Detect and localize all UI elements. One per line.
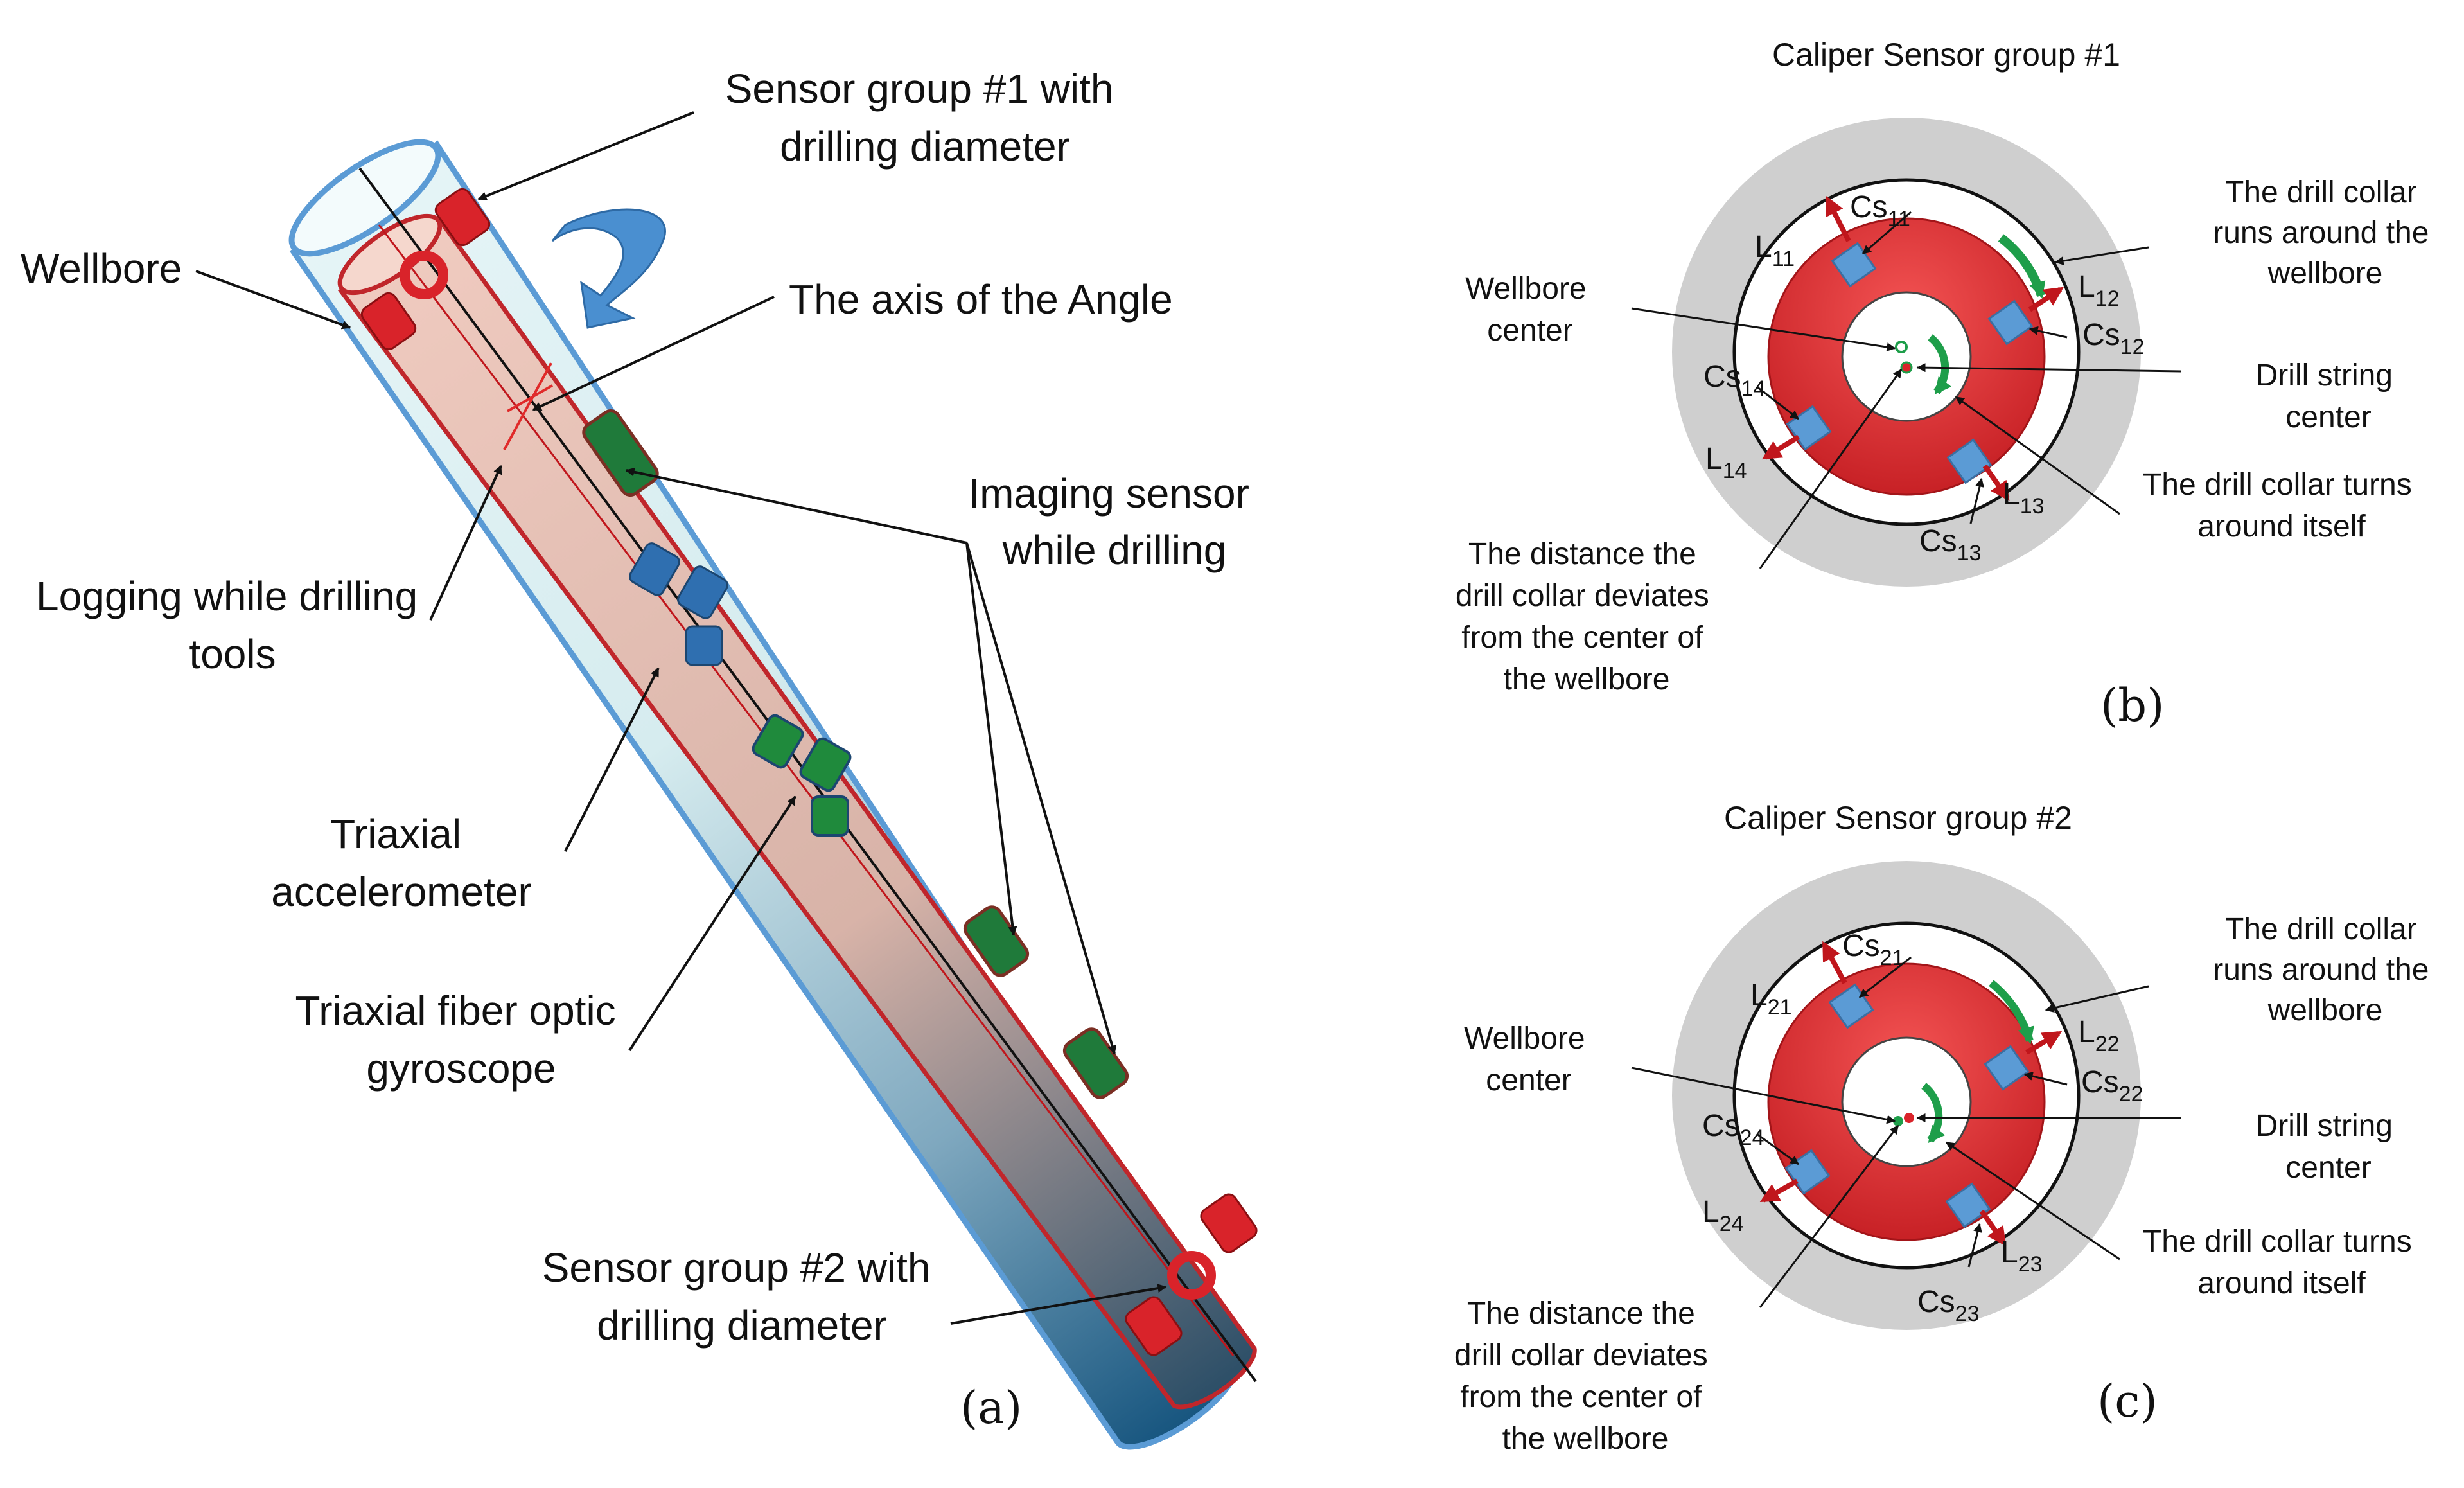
panel-c: Caliper Sensor group #2 bbox=[1454, 800, 2438, 1456]
panel-b-leaders bbox=[1631, 211, 2181, 569]
accelerometer-shapes bbox=[629, 542, 728, 666]
sensor-label-cs21: Cs21 bbox=[1842, 929, 1905, 970]
string-center-label-c: Drill string center bbox=[2256, 1109, 2402, 1185]
collar-runs-label-b: The drill collar runs around the wellbor… bbox=[2213, 175, 2438, 290]
sensor-label-cs11: Cs11 bbox=[1850, 190, 1910, 231]
drill-string-bore-b bbox=[1841, 291, 1972, 422]
rotation-arrow-icon bbox=[551, 208, 666, 329]
triaxial-gyroscope-label: Triaxial fiber optic gyroscope bbox=[295, 988, 628, 1092]
sensor-label-cs13: Cs13 bbox=[1919, 524, 1982, 565]
panel-b: Caliper Sensor group #1 bbox=[1456, 37, 2438, 732]
distance-arrows-c bbox=[1759, 941, 2063, 1246]
distance-arrows-b bbox=[1761, 195, 2064, 501]
wellbore-label: Wellbore bbox=[21, 245, 182, 292]
collar-run-arc-c bbox=[1989, 980, 2034, 1044]
wellbore-center-label-b: Wellbore center bbox=[1465, 272, 1595, 348]
wellbore-top-opening bbox=[288, 139, 441, 257]
axis-of-angle-label: The axis of the Angle bbox=[789, 276, 1173, 323]
collar-run-arc-b bbox=[1998, 234, 2046, 299]
imaging-sensor-label: Imaging sensor while drilling bbox=[968, 470, 1260, 573]
panel-a-leaders bbox=[195, 111, 1167, 1325]
collar-turn-arc-b bbox=[1928, 334, 1952, 395]
panel-b-title: Caliper Sensor group #1 bbox=[1772, 37, 2120, 73]
collar-turns-label-c: The drill collar turns around itself bbox=[2143, 1225, 2420, 1300]
tool-axis-line-red bbox=[378, 224, 1235, 1356]
deviation-label-c: The distance the drill collar deviates f… bbox=[1454, 1297, 1716, 1456]
collar-runs-label-c: The drill collar runs around the wellbor… bbox=[2213, 912, 2438, 1027]
angle-marker bbox=[503, 362, 553, 450]
sensor-label-cs22: Cs22 bbox=[2081, 1065, 2143, 1106]
sensor-label-cs14: Cs14 bbox=[1703, 360, 1766, 401]
string-center-dot-c bbox=[1904, 1113, 1914, 1123]
sensor-group-2-shapes bbox=[1125, 1193, 1258, 1356]
distance-label-l12: L12 bbox=[2078, 270, 2120, 311]
panel-c-label: (c) bbox=[2097, 1375, 2158, 1428]
panel-c-leaders bbox=[1631, 956, 2181, 1308]
distance-label-l21: L21 bbox=[1750, 979, 1792, 1020]
deviation-label-b: The distance the drill collar deviates f… bbox=[1456, 537, 1718, 696]
distance-label-l24: L24 bbox=[1702, 1195, 1744, 1236]
distance-label-l13: L13 bbox=[2003, 477, 2045, 518]
gyroscope-shapes bbox=[752, 714, 852, 837]
distance-label-l22: L22 bbox=[2078, 1015, 2120, 1056]
collar-turn-arc-c bbox=[1921, 1083, 1946, 1144]
distance-label-l11: L11 bbox=[1755, 230, 1795, 271]
string-center-dot-b bbox=[1900, 361, 1913, 374]
lwd-tool-body bbox=[338, 215, 1257, 1410]
sensor-group-1-shapes bbox=[360, 188, 491, 351]
distance-label-l14: L14 bbox=[1705, 442, 1747, 483]
panel-a-label: (a) bbox=[960, 1381, 1022, 1434]
collar-turns-label-b: The drill collar turns around itself bbox=[2143, 468, 2420, 544]
sensor-label-cs23: Cs23 bbox=[1917, 1285, 1980, 1326]
panel-c-title: Caliper Sensor group #2 bbox=[1724, 800, 2072, 836]
sensor-group-2-label: Sensor group #2 with drilling diameter bbox=[542, 1244, 942, 1349]
panel-b-label: (b) bbox=[2100, 679, 2164, 732]
sensor-label-cs12: Cs12 bbox=[2082, 318, 2145, 359]
triaxial-accelerometer-label: Triaxial accelerometer bbox=[271, 811, 532, 915]
distance-label-l23: L23 bbox=[2001, 1236, 2043, 1277]
sensor-label-cs24: Cs24 bbox=[1702, 1109, 1764, 1150]
panel-a: Wellbore Sensor group #1 with drilling d… bbox=[21, 66, 1260, 1450]
lwd-tools-label: Logging while drilling tools bbox=[36, 573, 429, 677]
wellbore-center-label-c: Wellbore center bbox=[1464, 1022, 1594, 1097]
string-center-label-b: Drill string center bbox=[2256, 359, 2402, 434]
wellbore-center-dot-b bbox=[1895, 341, 1908, 353]
sensor-group-1-label: Sensor group #1 with drilling diameter bbox=[725, 66, 1125, 170]
